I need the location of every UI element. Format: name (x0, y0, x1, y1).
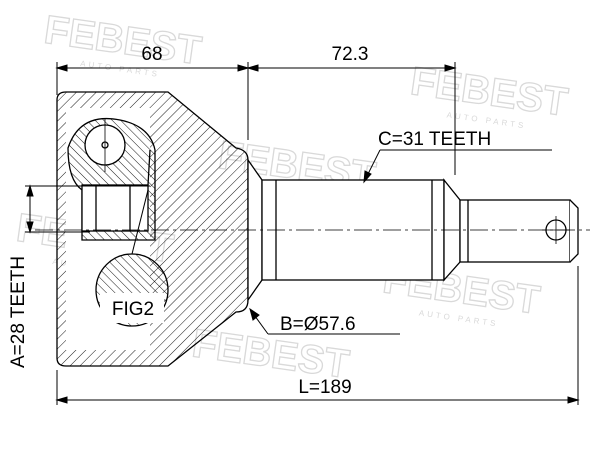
dimension-labels: 68 72.3 L=189 B=Ø57.6 C=31 TEETH A=28 TE… (8, 44, 491, 398)
dim-label-length: L=189 (298, 377, 351, 398)
watermark-text: FEBEST (42, 8, 204, 74)
dim-label-outer-teeth: C=31 TEETH (378, 129, 491, 150)
threaded-end-tip (569, 199, 579, 263)
cv-joint-body (56, 91, 579, 367)
dim-label-72-3: 72.3 (332, 44, 369, 65)
watermark-text: FEBEST (408, 59, 570, 125)
dimension-lines (25, 62, 580, 405)
fig2-leader (131, 189, 149, 255)
dim-label-68: 68 (141, 44, 162, 65)
dim-label-inner-teeth: A=28 TEETH (8, 256, 29, 368)
inner-race-line (147, 149, 151, 186)
dim-label-diameter: B=Ø57.6 (280, 314, 356, 335)
fig2-label: FIG2 (112, 299, 154, 320)
inner-race (81, 184, 149, 232)
fig2-label-bg (100, 293, 164, 323)
